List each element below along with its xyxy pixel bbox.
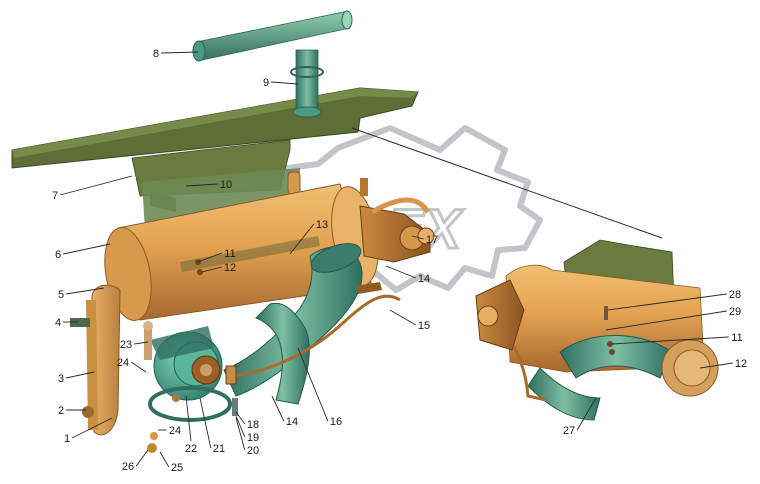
callout-leader-22 xyxy=(185,395,192,442)
callout-label-4: 4 xyxy=(55,317,61,329)
callout-label-17: 17 xyxy=(426,234,438,246)
callout-label-12: 12 xyxy=(224,262,236,274)
callout-leader-9 xyxy=(271,81,299,85)
callout-leader-24 xyxy=(130,361,147,373)
callout-leader-27 xyxy=(576,397,597,431)
callout-label-2: 2 xyxy=(58,405,64,417)
detail-view xyxy=(351,127,719,421)
callout-leader-14 xyxy=(271,395,285,422)
callout-label-14: 14 xyxy=(418,273,430,285)
callout-leader-26 xyxy=(135,449,149,467)
callout-leader-21 xyxy=(199,397,212,449)
callout-leader-12 xyxy=(699,362,733,369)
callout-label-24: 24 xyxy=(169,425,181,437)
callout-label-10: 10 xyxy=(220,179,232,191)
callout-leader-11 xyxy=(197,252,222,263)
callout-label-22: 22 xyxy=(185,443,197,455)
fuel-tank xyxy=(104,183,379,321)
callout-leader-3 xyxy=(66,371,95,379)
callout-leader-6 xyxy=(63,243,111,255)
callout-leader-13 xyxy=(289,223,315,255)
callout-leader-17 xyxy=(411,235,424,240)
callout-label-11: 11 xyxy=(731,332,742,344)
callout-label-14: 14 xyxy=(286,416,298,428)
callout-label-26: 26 xyxy=(122,461,134,473)
callout-leader-10 xyxy=(185,183,218,187)
callout-label-5: 5 xyxy=(58,289,64,301)
callout-leader-16 xyxy=(297,347,329,422)
callout-label-13: 13 xyxy=(316,219,328,231)
callout-label-24: 24 xyxy=(117,357,129,369)
callout-leader-12 xyxy=(201,266,222,273)
callout-label-12: 12 xyxy=(735,358,747,370)
callout-leader-14 xyxy=(385,265,416,279)
callout-label-20: 20 xyxy=(247,445,259,457)
callout-label-23: 23 xyxy=(120,339,132,351)
callout-leader-20 xyxy=(235,417,246,451)
callout-label-29: 29 xyxy=(729,306,741,318)
callout-label-28: 28 xyxy=(729,289,741,301)
side-air-duct xyxy=(70,284,121,436)
callout-label-15: 15 xyxy=(418,320,430,332)
callout-leader-23 xyxy=(134,341,149,345)
callout-labels: 1234567891011121314141516171819202122232… xyxy=(52,48,747,474)
callout-label-18: 18 xyxy=(247,419,259,431)
callout-label-9: 9 xyxy=(263,77,269,89)
callout-leader-1 xyxy=(71,417,113,439)
callout-leader-18 xyxy=(235,411,246,425)
fittings xyxy=(143,321,238,453)
air-intake-pipe xyxy=(192,10,353,118)
exhaust-elbow-pipe xyxy=(223,243,363,405)
callout-label-7: 7 xyxy=(52,190,58,202)
callout-label-6: 6 xyxy=(55,249,61,261)
callout-leader-25 xyxy=(159,451,170,468)
callout-leader-29 xyxy=(605,310,727,331)
callout-label-8: 8 xyxy=(153,48,159,60)
callout-label-1: 1 xyxy=(64,433,70,445)
callout-leader-5 xyxy=(66,287,105,295)
callout-leaders xyxy=(59,51,733,468)
callout-label-25: 25 xyxy=(171,462,183,474)
callout-leader-15 xyxy=(389,309,417,326)
callout-leader-11 xyxy=(611,336,729,345)
callout-label-27: 27 xyxy=(563,425,575,437)
callout-label-21: 21 xyxy=(213,443,225,455)
callout-leader-28 xyxy=(607,293,727,311)
callout-leader-19 xyxy=(235,415,246,438)
fuel-line xyxy=(225,282,401,385)
callout-label-11: 11 xyxy=(224,248,235,260)
burner-unit xyxy=(359,178,435,263)
callout-leader-8 xyxy=(161,51,199,54)
callout-label-16: 16 xyxy=(330,416,342,428)
callout-label-3: 3 xyxy=(58,373,64,385)
coolant-pump xyxy=(148,326,232,422)
callout-label-19: 19 xyxy=(247,432,259,444)
callout-leader-7 xyxy=(59,175,133,196)
